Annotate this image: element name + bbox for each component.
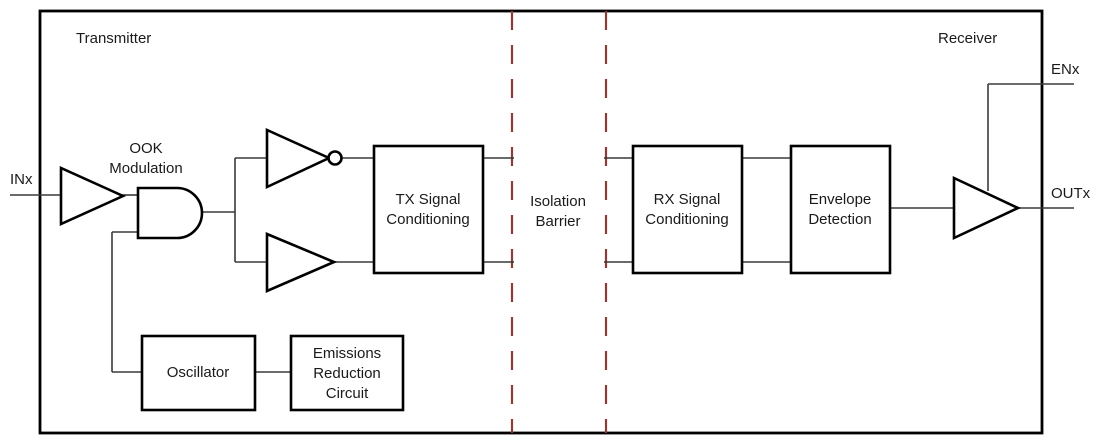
- rx-signal-conditioning-label-line1: RX Signal: [654, 191, 721, 208]
- isolation-barrier-label-line2: Barrier: [535, 213, 580, 230]
- envelope-detection-label-line1: Envelope: [809, 191, 872, 208]
- tx-inverter-bubble-icon: [327, 150, 343, 166]
- tx-signal-conditioning-label-line1: TX Signal: [395, 191, 460, 208]
- envelope-detection-label-line2: Detection: [808, 211, 871, 228]
- rx-signal-conditioning-block[interactable]: [631, 144, 744, 275]
- emissions-reduction-label-line3: Circuit: [326, 385, 369, 402]
- tx-buffer-bottom-gate[interactable]: [265, 232, 338, 293]
- envelope-detection-block[interactable]: [789, 144, 892, 275]
- receiver-section-label: Receiver: [938, 30, 997, 47]
- output-buffer-gate[interactable]: [952, 175, 1022, 241]
- pin-label-inx: INx: [10, 171, 33, 188]
- rx-signal-conditioning-label-line2: Conditioning: [645, 211, 728, 228]
- input-buffer-gate[interactable]: [59, 165, 127, 227]
- ook-modulation-label-line2: Modulation: [109, 160, 182, 177]
- emissions-reduction-block[interactable]: [289, 334, 405, 412]
- pin-label-enx: ENx: [1051, 61, 1080, 78]
- device-outline-frame: [38, 9, 1044, 435]
- oscillator-block[interactable]: [140, 334, 257, 412]
- oscillator-label: Oscillator: [167, 364, 230, 381]
- emissions-reduction-label-line2: Reduction: [313, 365, 381, 382]
- isolation-barrier-label-line1: Isolation: [530, 193, 586, 210]
- tx-signal-conditioning-block[interactable]: [372, 144, 485, 275]
- transmitter-section-label: Transmitter: [76, 30, 151, 47]
- tx-inverter-top-gate[interactable]: [265, 127, 333, 190]
- emissions-reduction-label-line1: Emissions: [313, 345, 381, 362]
- ook-modulation-label-line1: OOK: [129, 140, 162, 157]
- ook-and-gate[interactable]: [136, 186, 204, 240]
- pin-label-outx: OUTx: [1051, 185, 1091, 202]
- tx-signal-conditioning-label-line2: Conditioning: [386, 211, 469, 228]
